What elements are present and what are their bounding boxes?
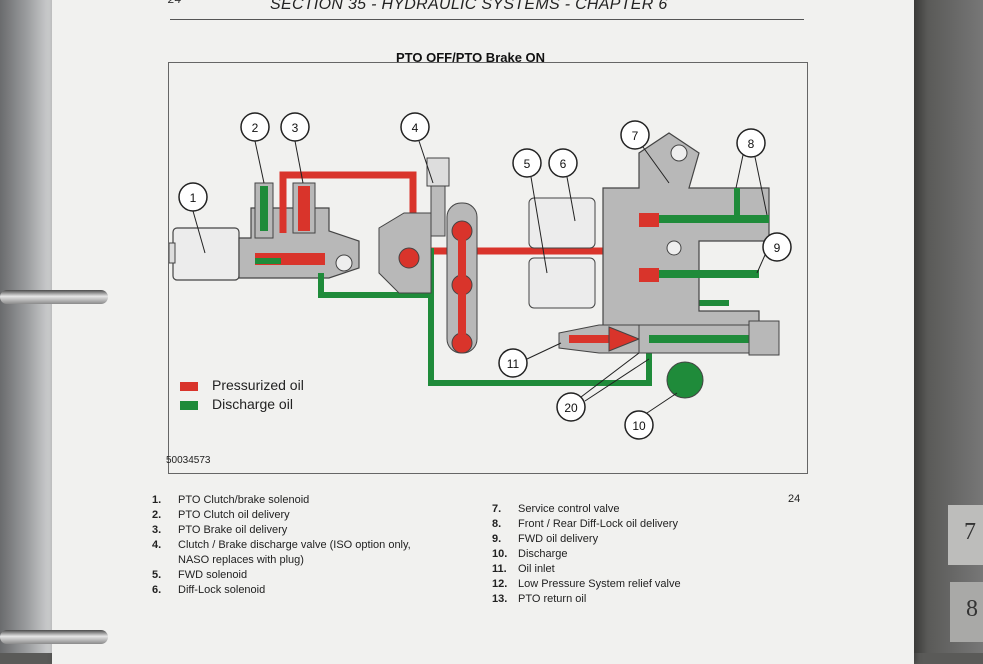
parts-list-left: 1. PTO Clutch/brake solenoid 2. PTO Clutch…: [152, 493, 452, 598]
svg-text:2: 2: [252, 121, 259, 135]
part-item: 12. Low Pressure System relief valve: [492, 577, 792, 592]
part-number: 5.: [152, 569, 162, 581]
tab-label: 8: [966, 596, 978, 622]
part-number: 9.: [492, 533, 502, 545]
legend-discharge-oil: Discharge oil: [212, 396, 293, 412]
callout-9: 9: [756, 232, 792, 274]
pto-valve-block: [238, 182, 360, 279]
part-number: 7.: [492, 503, 502, 515]
part-desc: Diff-Lock solenoid: [178, 584, 266, 596]
callout-6: 6: [548, 148, 578, 222]
part-desc: Low Pressure System relief valve: [518, 578, 681, 590]
part-item: 11. Oil inlet: [492, 562, 792, 577]
callout-8: 8: [735, 128, 768, 216]
svg-text:3: 3: [292, 121, 299, 135]
solenoid-1-body: [169, 227, 240, 281]
legend-pressurized-oil: Pressurized oil: [212, 377, 304, 393]
part-item: 9. FWD oil delivery: [492, 532, 792, 547]
figure-frame: 1 2 3 4 5 6 7 8 9 10 11 20: [168, 62, 808, 474]
part-number: 2.: [152, 509, 162, 521]
part-number: 3.: [152, 524, 162, 536]
discharge-oil-swatch: [180, 401, 198, 410]
svg-text:9: 9: [774, 241, 781, 255]
section-tab-8[interactable]: 8: [950, 582, 983, 642]
callout-20: 20: [556, 352, 650, 422]
part-item: 7. Service control valve: [492, 502, 792, 517]
figure-number: 24: [788, 493, 801, 505]
part-item: 13. PTO return oil: [492, 592, 792, 607]
part-number: 11.: [492, 563, 507, 575]
part-item: 10. Discharge: [492, 547, 792, 562]
solenoids-5-6: [528, 197, 596, 309]
callout-1: 1: [178, 182, 208, 254]
svg-text:6: 6: [560, 157, 567, 171]
part-item: 4. Clutch / Brake discharge valve (ISO op…: [152, 538, 452, 553]
svg-text:11: 11: [507, 357, 520, 371]
svg-text:20: 20: [564, 401, 578, 415]
binder-ring: [0, 290, 108, 304]
part-item: 2. PTO Clutch oil delivery: [152, 508, 452, 523]
tab-label: 7: [964, 519, 976, 545]
svg-text:1: 1: [190, 191, 197, 205]
svg-text:7: 7: [632, 129, 639, 143]
part-desc: PTO Clutch/brake solenoid: [178, 494, 310, 506]
svg-text:5: 5: [524, 157, 531, 171]
part-number: 4.: [152, 539, 162, 551]
part-item: 6. Diff-Lock solenoid: [152, 583, 452, 598]
callout-5: 5: [512, 148, 548, 274]
part-desc: NASO replaces with plug): [178, 554, 304, 566]
part-desc: Oil inlet: [518, 563, 555, 575]
callout-10: 10: [624, 392, 678, 440]
parts-list-right: 7. Service control valve 8. Front / Rear D…: [492, 502, 792, 607]
figure-title: PTO OFF/PTO Brake ON: [396, 50, 546, 65]
clutch-brake-valve-4: [378, 157, 450, 294]
callout-3: 3: [280, 112, 310, 184]
binder-ring: [0, 630, 108, 644]
part-number: 8.: [492, 518, 502, 530]
part-desc: PTO Brake oil delivery: [178, 524, 288, 536]
part-desc: PTO Clutch oil delivery: [178, 509, 290, 521]
part-item: 8. Front / Rear Diff-Lock oil delivery: [492, 517, 792, 532]
hydraulic-diagram: 1 2 3 4 5 6 7 8 9 10 11 20: [169, 112, 792, 440]
part-number: 10.: [492, 548, 508, 560]
callouts: 1 2 3 4 5 6 7 8 9 10 11 20: [178, 112, 792, 440]
pressurized-oil-swatch: [180, 382, 198, 391]
part-desc: PTO return oil: [518, 593, 587, 605]
part-desc: Discharge: [518, 548, 568, 560]
svg-text:10: 10: [632, 419, 646, 433]
service-control-valve-7: [602, 132, 770, 342]
part-item: 1. PTO Clutch/brake solenoid: [152, 493, 452, 508]
figure-code: 50034573: [166, 455, 211, 466]
part-desc: FWD oil delivery: [518, 533, 599, 545]
part-desc: Service control valve: [518, 503, 620, 515]
section-tab-7[interactable]: 7: [948, 505, 983, 565]
part-item: 5. FWD solenoid: [152, 568, 452, 583]
part-desc: FWD solenoid: [178, 569, 248, 581]
binder-spine: [0, 0, 60, 653]
callout-11: 11: [498, 342, 562, 378]
part-item: NASO replaces with plug): [152, 553, 452, 568]
callout-4: 4: [400, 112, 434, 184]
svg-text:4: 4: [412, 121, 419, 135]
pto-spool-housing: [446, 202, 478, 354]
callout-7: 7: [620, 120, 670, 184]
part-desc: Clutch / Brake discharge valve (ISO opti…: [178, 539, 411, 551]
svg-text:8: 8: [748, 137, 755, 151]
part-desc: Front / Rear Diff-Lock oil delivery: [518, 518, 678, 530]
part-number: 13.: [492, 593, 508, 605]
part-number: 12.: [492, 578, 508, 590]
part-item: 3. PTO Brake oil delivery: [152, 523, 452, 538]
section-header: SECTION 35 - HYDRAULIC SYSTEMS - CHAPTER…: [270, 0, 668, 13]
page-number: 24: [168, 0, 181, 6]
relief-valve-assembly: [558, 320, 780, 399]
part-number: 6.: [152, 584, 162, 596]
header-rule: [170, 19, 804, 20]
part-number: 1.: [152, 494, 162, 506]
callout-2: 2: [240, 112, 270, 184]
